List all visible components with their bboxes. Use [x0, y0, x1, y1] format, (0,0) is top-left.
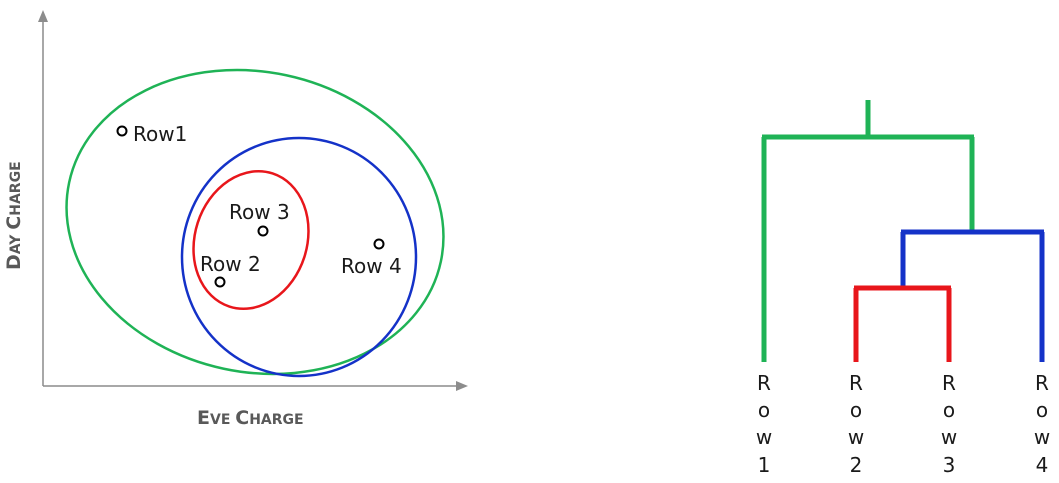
dendrogram-low-branch	[853, 285, 952, 362]
point-row2	[214, 276, 226, 288]
x-axis-title: EVE CHARGE	[197, 407, 304, 429]
svg-text:w: w	[756, 425, 772, 449]
svg-text:2: 2	[850, 453, 863, 477]
svg-text:R: R	[849, 371, 863, 395]
cluster-inner-ellipse	[192, 169, 310, 311]
svg-text:o: o	[943, 398, 955, 422]
x-axis-arrow	[456, 381, 468, 391]
dendrogram-root-branch	[761, 100, 975, 362]
cluster-middle-ellipse	[180, 136, 418, 378]
svg-text:R: R	[942, 371, 956, 395]
point-row1	[116, 125, 128, 137]
svg-text:4: 4	[1036, 453, 1049, 477]
y-axis-arrow	[38, 10, 48, 22]
leaf-label-row1: R o w 1	[756, 371, 772, 477]
svg-text:R: R	[1035, 371, 1049, 395]
leaf-label-row4: R o w 4	[1034, 371, 1050, 477]
point-label-row3: Row 3	[229, 200, 290, 224]
point-label-row1: Row1	[133, 122, 187, 146]
cluster-outer-ellipse	[65, 68, 445, 376]
dendrogram-panel	[761, 100, 1045, 362]
svg-text:1: 1	[758, 453, 771, 477]
leaf-label-row3: R o w 3	[941, 371, 957, 477]
point-row3	[257, 225, 269, 237]
point-label-row2: Row 2	[200, 252, 261, 276]
point-label-row4: Row 4	[341, 254, 402, 278]
svg-text:o: o	[1036, 398, 1048, 422]
svg-text:R: R	[757, 371, 771, 395]
svg-text:o: o	[758, 398, 770, 422]
svg-text:w: w	[941, 425, 957, 449]
svg-text:o: o	[850, 398, 862, 422]
svg-text:3: 3	[943, 453, 956, 477]
leaf-label-row2: R o w 2	[848, 371, 864, 477]
dendrogram-mid-branch	[900, 229, 1045, 362]
scatter-panel: Row1 Row 3 Row 2 Row 4 DAY CHARGE EVE CH…	[3, 10, 468, 429]
dendrogram-leaf-labels: R o w 1 R o w 2 R o w 3 R o w 4	[756, 371, 1050, 477]
y-axis-title: DAY CHARGE	[3, 161, 25, 270]
svg-text:w: w	[848, 425, 864, 449]
point-row4	[373, 238, 385, 250]
svg-text:w: w	[1034, 425, 1050, 449]
